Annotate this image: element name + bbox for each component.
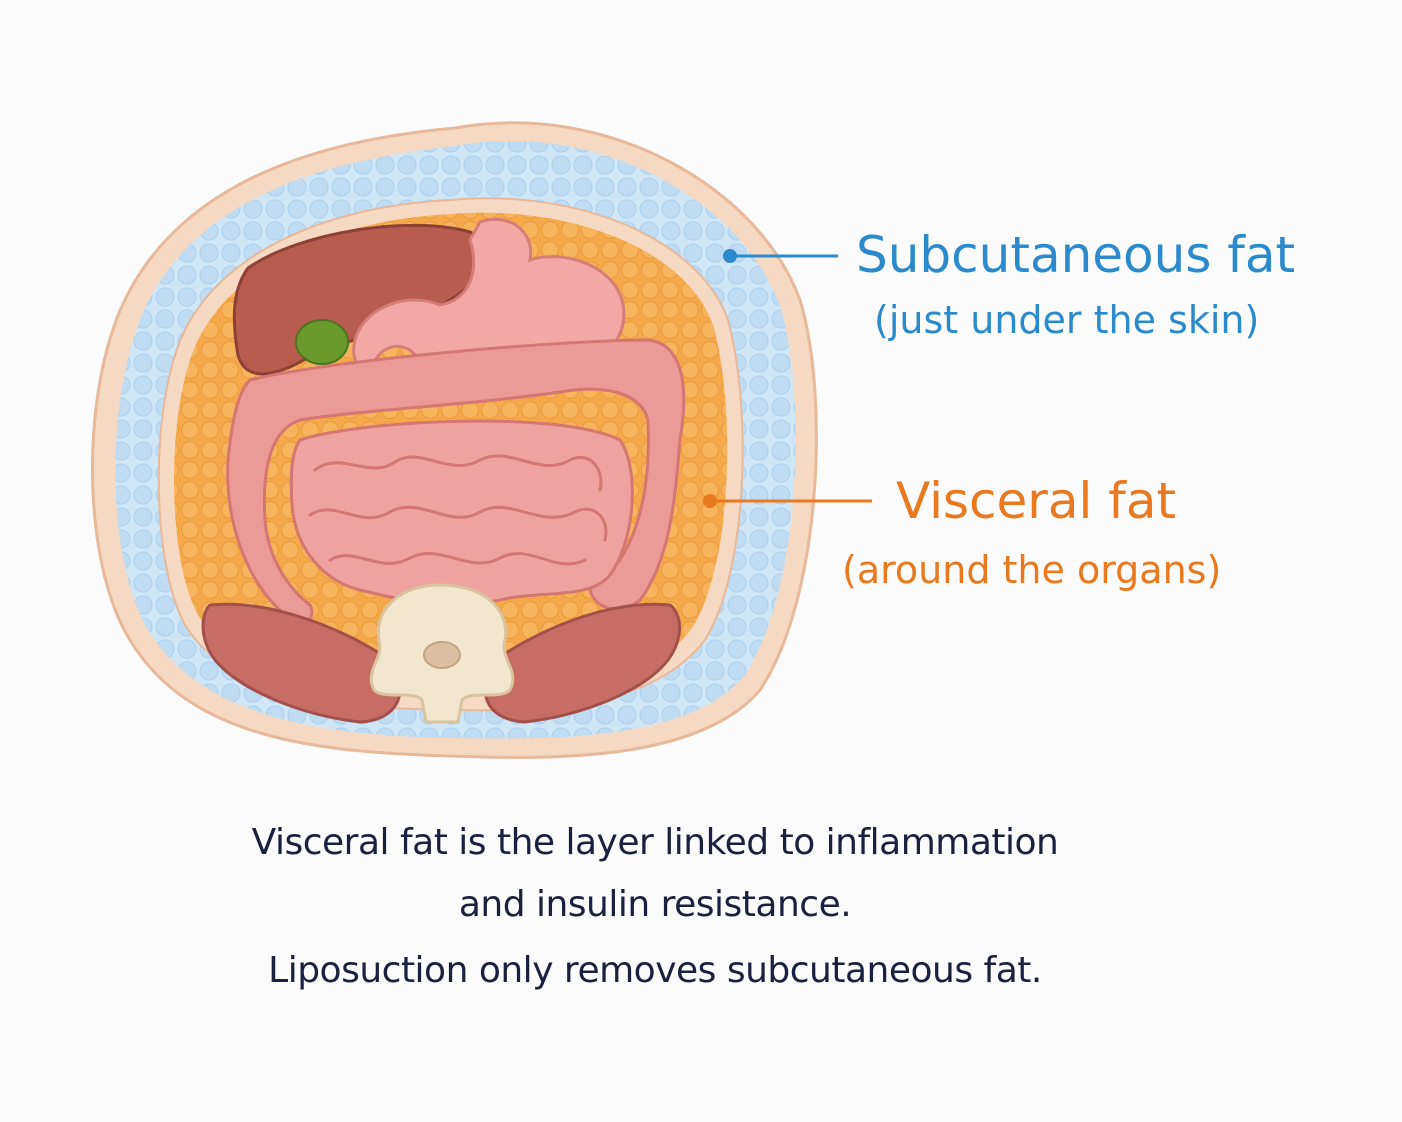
visceral-leader-dot — [703, 494, 717, 508]
gallbladder — [295, 319, 349, 365]
spinal-canal — [423, 641, 461, 669]
subcutaneous-fat-title: Subcutaneous fat — [856, 226, 1295, 284]
caption-line-1: Visceral fat is the layer linked to infl… — [251, 822, 1059, 863]
small-intestine-loops — [308, 454, 608, 566]
visceral-fat-title: Visceral fat — [896, 472, 1176, 530]
caption-line-3: Liposuction only removes subcutaneous fa… — [268, 950, 1042, 991]
visceral-fat-subtitle: (around the organs) — [842, 548, 1221, 592]
caption-line-2: and insulin resistance. — [458, 884, 852, 925]
subcutaneous-leader-dot — [723, 249, 737, 263]
subcutaneous-fat-subtitle: (just under the skin) — [874, 298, 1259, 342]
left-back-muscle — [201, 602, 402, 724]
right-back-muscle — [483, 602, 681, 724]
